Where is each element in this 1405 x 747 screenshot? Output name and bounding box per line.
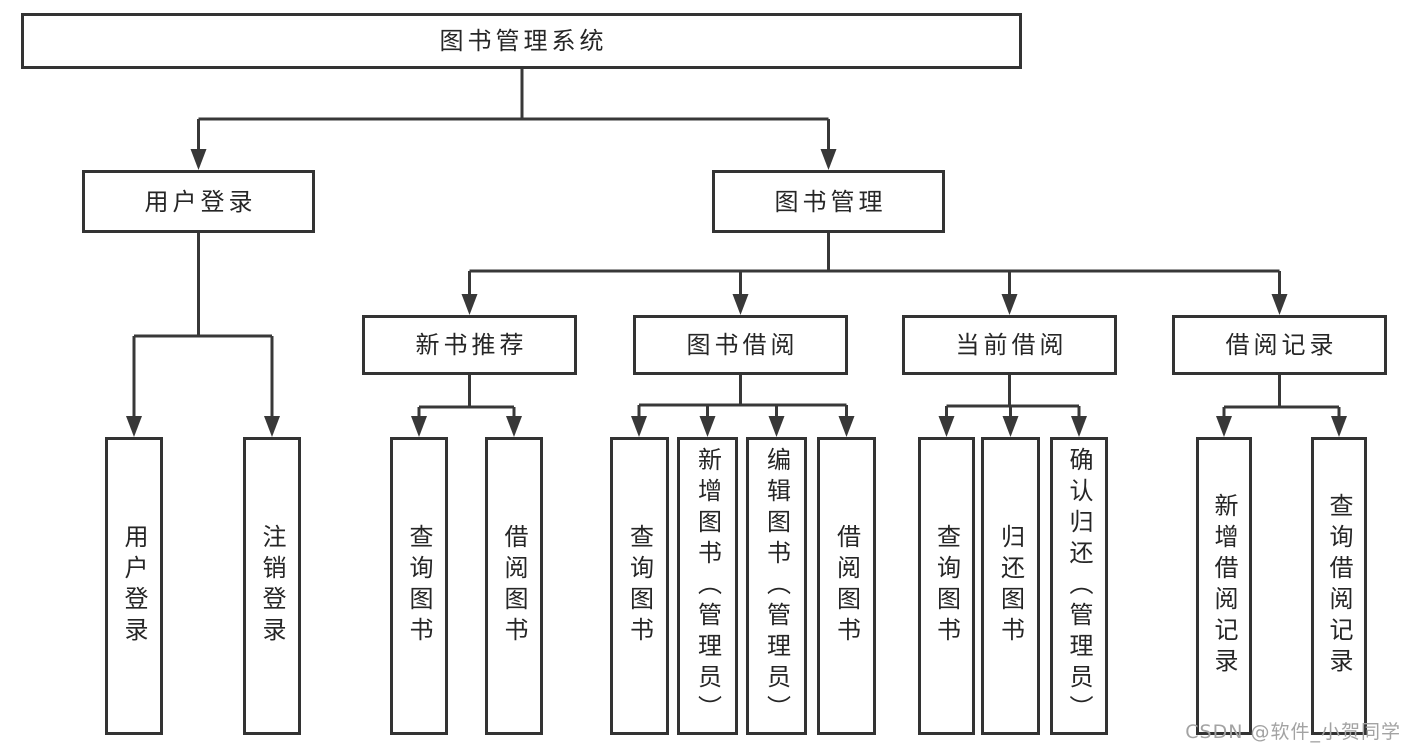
node-book-borrow: 图书借阅 [633, 315, 848, 375]
node-borrow-record: 借阅记录 [1172, 315, 1387, 375]
node-book-borrow-label: 图书借阅 [686, 331, 799, 359]
node-book-mgmt: 图书管理 [712, 170, 945, 233]
watermark: CSDN @软件_小贺同学 [1185, 721, 1401, 743]
leaf-cb-return-book: 归还图书 [981, 437, 1040, 735]
leaf-logout-label: 注销登录 [258, 524, 286, 648]
node-root-label: 图书管理系统 [439, 27, 608, 55]
leaf-nb-query-book-label: 查询图书 [405, 524, 433, 648]
leaf-cb-return-book-label: 归还图书 [996, 524, 1025, 648]
connector-user-login [132, 233, 274, 433]
arrow-down-icon [126, 416, 142, 437]
node-new-book-recommend: 新书推荐 [362, 315, 577, 375]
leaf-br-add-record: 新增借阅记录 [1196, 437, 1252, 735]
arrow-down-icon [838, 416, 855, 437]
arrow-down-icon [938, 416, 955, 437]
arrow-down-icon [699, 416, 716, 437]
leaf-bb-query-book: 查询图书 [610, 437, 669, 735]
leaf-logout: 注销登录 [243, 437, 301, 735]
arrow-down-icon [1271, 294, 1288, 315]
node-current-borrow: 当前借阅 [902, 315, 1117, 375]
node-user-login: 用户登录 [82, 170, 315, 233]
leaf-bb-add-book-admin: 新增图书（管理员） [677, 437, 738, 735]
arrow-down-icon [1071, 416, 1087, 437]
node-user-login-label: 用户登录 [144, 187, 257, 216]
leaf-nb-borrow-book: 借阅图书 [485, 437, 543, 735]
node-current-borrow-label: 当前借阅 [955, 331, 1068, 359]
leaf-bb-add-book-admin-label: 新增图书（管理员） [693, 446, 722, 726]
connector-borrow-record [1222, 375, 1341, 433]
leaf-br-add-record-label: 新增借阅记录 [1210, 493, 1238, 679]
connector-root [197, 67, 830, 166]
leaf-user-login-label: 用户登录 [120, 524, 148, 648]
leaf-user-login: 用户登录 [105, 437, 163, 735]
leaf-br-query-record: 查询借阅记录 [1311, 437, 1367, 735]
arrow-down-icon [1331, 416, 1347, 437]
arrow-down-icon [768, 416, 785, 437]
arrow-down-icon [1001, 294, 1018, 315]
leaf-nb-query-book: 查询图书 [390, 437, 448, 735]
leaf-bb-borrow-book: 借阅图书 [817, 437, 876, 735]
leaf-cb-query-book: 查询图书 [918, 437, 975, 735]
arrow-down-icon [1002, 416, 1019, 437]
arrow-down-icon [461, 294, 478, 315]
leaf-cb-confirm-return-admin: 确认归还（管理员） [1050, 437, 1108, 735]
connector-book-mgmt [468, 233, 1281, 311]
arrow-down-icon [411, 416, 427, 437]
leaf-bb-edit-book-admin-label: 编辑图书（管理员） [762, 446, 791, 726]
leaf-bb-borrow-book-label: 借阅图书 [832, 524, 861, 648]
connector-lines [132, 67, 1341, 433]
arrow-down-icon [631, 416, 647, 437]
node-book-mgmt-label: 图书管理 [774, 187, 887, 216]
connector-current-borrow [945, 375, 1081, 433]
arrow-down-icon [1216, 416, 1232, 437]
arrow-down-icon [732, 294, 749, 315]
node-root: 图书管理系统 [21, 13, 1022, 69]
leaf-br-query-record-label: 查询借阅记录 [1325, 493, 1353, 679]
leaf-bb-query-book-label: 查询图书 [625, 524, 654, 648]
leaf-cb-confirm-return-admin-label: 确认归还（管理员） [1065, 446, 1093, 726]
connector-new-book [417, 375, 516, 433]
connector-book-borrow [637, 375, 848, 433]
leaf-bb-edit-book-admin: 编辑图书（管理员） [746, 437, 807, 735]
leaf-nb-borrow-book-label: 借阅图书 [500, 524, 528, 648]
node-borrow-record-label: 借阅记录 [1225, 331, 1338, 359]
node-new-book-recommend-label: 新书推荐 [415, 331, 528, 359]
arrow-down-icon [190, 149, 207, 170]
arrow-down-icon [506, 416, 522, 437]
arrow-down-icon [264, 416, 280, 437]
leaf-cb-query-book-label: 查询图书 [932, 524, 961, 648]
arrow-down-icon [820, 149, 837, 170]
